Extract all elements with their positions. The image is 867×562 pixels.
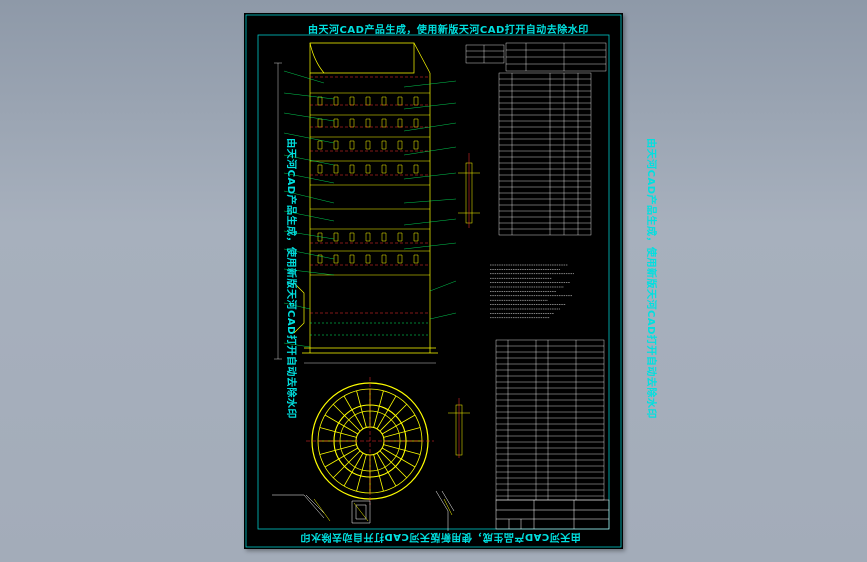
technical-notes bbox=[490, 264, 574, 319]
watermark-left: 由天河CAD产品生成，使用新版天河CAD打开自动去除水印 bbox=[284, 138, 296, 419]
watermark-right: 由天河CAD产品生成，使用新版天河CAD打开自动去除水印 bbox=[644, 138, 656, 419]
watermark-bottom: 由天河CAD产品生成，使用新版天河CAD打开自动去除水印 bbox=[300, 531, 581, 542]
title-block bbox=[495, 499, 610, 530]
section-details bbox=[272, 490, 455, 531]
outer-border bbox=[245, 14, 622, 548]
drawing-sheet[interactable]: 由天河CAD产品生成，使用新版天河CAD打开自动去除水印 由天河CAD产品生成，… bbox=[244, 13, 656, 549]
tower-elevation bbox=[293, 42, 438, 354]
tray-plan-view bbox=[306, 377, 434, 505]
leader-lines-left bbox=[283, 70, 335, 348]
watermark-top: 由天河CAD产品生成，使用新版天河CAD打开自动去除水印 bbox=[308, 25, 589, 36]
leader-lines-right bbox=[403, 80, 457, 320]
design-data-table bbox=[465, 42, 607, 72]
nozzle-table bbox=[498, 72, 592, 236]
drawing-canvas bbox=[245, 14, 622, 548]
inner-border bbox=[257, 34, 610, 530]
parts-list-table bbox=[495, 339, 605, 501]
tower-dashed-lines bbox=[310, 76, 430, 314]
